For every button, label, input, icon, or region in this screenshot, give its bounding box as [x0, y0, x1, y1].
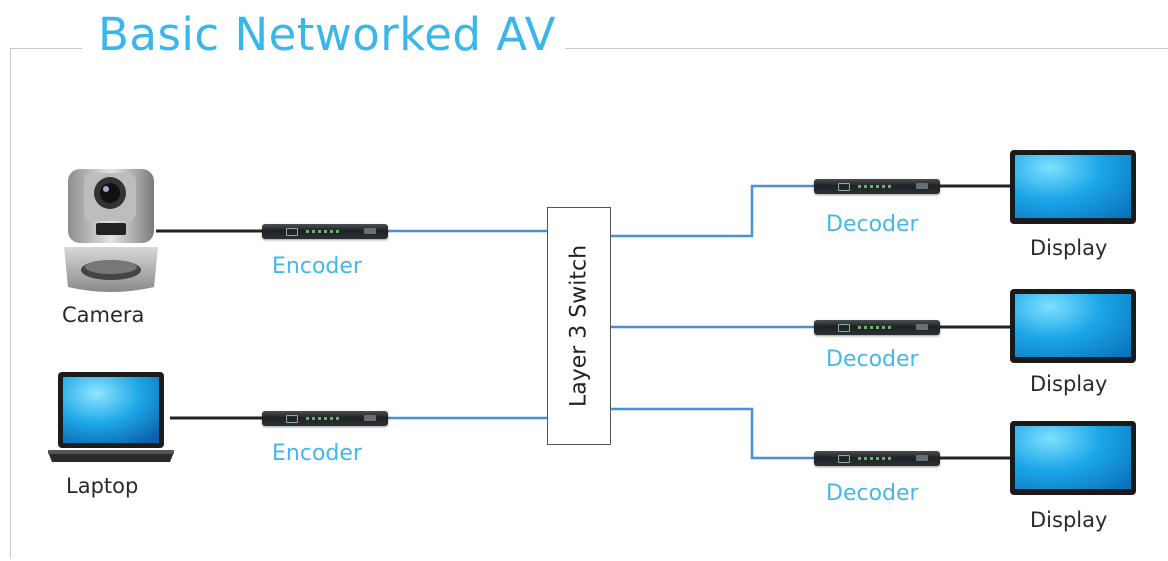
device-led	[838, 324, 850, 332]
device-led	[286, 415, 298, 423]
switch-to-decoder3-line	[609, 407, 814, 460]
layer-3-switch: Layer 3 Switch	[547, 207, 611, 445]
display-label: Display	[1030, 236, 1108, 260]
device-led	[286, 228, 298, 236]
device-indicator-dots	[306, 417, 342, 420]
switch-label: Layer 3 Switch	[566, 244, 592, 408]
decoder-label: Decoder	[826, 347, 919, 372]
encoder-label: Encoder	[272, 441, 362, 466]
display-label: Display	[1030, 508, 1108, 532]
device-port	[916, 183, 928, 189]
device-indicator-dots	[858, 185, 894, 188]
laptop-icon	[48, 372, 174, 462]
display-screen	[1015, 294, 1131, 357]
decoder-device	[814, 320, 940, 335]
display-icon	[1010, 289, 1136, 363]
display-label: Display	[1030, 372, 1108, 396]
camera-label: Camera	[62, 303, 145, 327]
decoder-device	[814, 451, 940, 466]
encoder-device	[262, 224, 388, 239]
display-screen	[1015, 155, 1131, 218]
decoder-label: Decoder	[826, 212, 919, 237]
device-port	[916, 324, 928, 330]
frame-left-border	[10, 48, 11, 558]
display-icon	[1010, 150, 1136, 224]
diagram-title: Basic Networked AV	[98, 8, 556, 61]
camera-icon	[64, 169, 158, 292]
frame-top-border-right	[565, 48, 1168, 49]
encoder-label: Encoder	[272, 254, 362, 279]
encoder-device	[262, 411, 388, 426]
device-port	[364, 228, 376, 234]
decoder-label: Decoder	[826, 481, 919, 506]
device-port	[364, 415, 376, 421]
decoder-device	[814, 179, 940, 194]
laptop-label: Laptop	[66, 474, 139, 498]
device-led	[838, 183, 850, 191]
display-icon	[1010, 421, 1136, 495]
device-port	[916, 455, 928, 461]
frame-top-border-left	[10, 48, 82, 49]
device-led	[838, 455, 850, 463]
display-screen	[1015, 426, 1131, 489]
device-indicator-dots	[858, 457, 894, 460]
device-indicator-dots	[858, 326, 894, 329]
switch-to-decoder1-line	[609, 184, 814, 238]
device-indicator-dots	[306, 230, 342, 233]
